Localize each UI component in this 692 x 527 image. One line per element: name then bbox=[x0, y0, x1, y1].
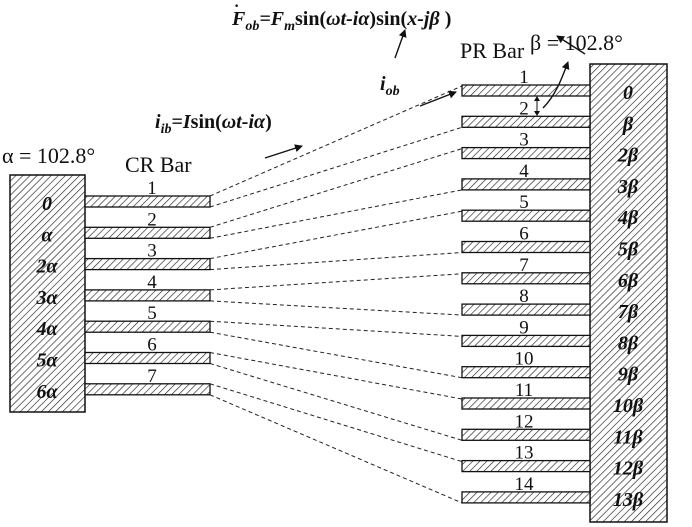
pr-slot-label: 11β bbox=[613, 426, 643, 448]
pr-angle-pointer-arrow bbox=[556, 35, 586, 55]
pr-slot-label: 7β bbox=[618, 301, 639, 323]
pr-slot-label: β bbox=[622, 113, 634, 135]
connection-line bbox=[209, 300, 463, 316]
cr-slot-label: 6α bbox=[36, 381, 58, 403]
bar-pitch-indicator bbox=[534, 96, 540, 116]
connection-line bbox=[209, 394, 463, 504]
pr-slot-label: 4β bbox=[617, 207, 639, 229]
pr-slot-label: 12β bbox=[613, 458, 644, 480]
cr-bar bbox=[84, 195, 211, 208]
pr-bar bbox=[461, 84, 591, 97]
pr-bar bbox=[461, 115, 591, 128]
pr-bar-number: 4 bbox=[519, 161, 529, 182]
pr-bar bbox=[461, 334, 591, 348]
pr-bar-number: 6 bbox=[519, 224, 529, 245]
pr-slot-label: 13β bbox=[613, 489, 644, 511]
cr-bar bbox=[84, 351, 211, 365]
connection-line bbox=[209, 148, 463, 228]
cr-bar-number: 6 bbox=[147, 335, 157, 356]
connection-line bbox=[209, 273, 463, 291]
pr-bar-number: 8 bbox=[519, 286, 529, 307]
pr-slot-label: 8β bbox=[618, 332, 639, 354]
cr-bar bbox=[84, 383, 211, 396]
force-pointer-arrow bbox=[394, 29, 407, 59]
pr-bar bbox=[461, 366, 591, 379]
ob-direction-arrow bbox=[419, 90, 457, 107]
pr-bar-number: 3 bbox=[519, 130, 529, 151]
cr-slot-label: 4α bbox=[35, 318, 58, 340]
cr-slot-label: 0 bbox=[42, 193, 52, 215]
connection-line bbox=[209, 352, 463, 400]
ib-direction-arrow bbox=[264, 144, 303, 159]
pr-rotor-block bbox=[461, 63, 668, 523]
pr-bar bbox=[461, 240, 591, 254]
pr-bar-number: 11 bbox=[515, 380, 533, 401]
cr-rotor-block bbox=[9, 174, 211, 413]
pr-slot-label: 3β bbox=[617, 176, 639, 198]
connection-line bbox=[209, 383, 463, 463]
cr-angle-label: α = 102.8° bbox=[2, 143, 95, 168]
cr-slot-label: 2α bbox=[35, 256, 58, 278]
cr-bar-number: 5 bbox=[147, 303, 157, 324]
ob-current-label: iob bbox=[380, 73, 400, 99]
pr-bar-number: 13 bbox=[515, 443, 534, 464]
pr-slot-label: 10β bbox=[613, 395, 644, 417]
pr-bar bbox=[461, 428, 591, 441]
pr-block-body bbox=[589, 63, 668, 523]
pr-bar bbox=[461, 303, 591, 316]
cr-bar bbox=[84, 257, 211, 271]
pr-angle-label: β = 102.8° bbox=[530, 30, 623, 55]
pr-bar-number: 9 bbox=[519, 317, 529, 338]
pr-bar-number: 2 bbox=[519, 98, 529, 119]
pr-bar bbox=[461, 146, 591, 160]
cr-slot-label: 3α bbox=[35, 287, 58, 309]
cr-slot-label: α bbox=[41, 224, 53, 246]
pr-bar-number: 14 bbox=[515, 474, 535, 495]
pr-bar bbox=[461, 178, 591, 191]
pr-slot-label: 2β bbox=[617, 145, 639, 167]
pr-slot-label: 5β bbox=[618, 239, 639, 261]
ib-current-equation: iib=Isin(ωt-iα) bbox=[155, 111, 272, 137]
cr-bar bbox=[84, 226, 211, 239]
connection-line bbox=[209, 331, 463, 379]
pr-bar bbox=[461, 397, 591, 410]
cr-block-body bbox=[9, 174, 86, 413]
beta-pointer-arrow bbox=[542, 61, 570, 109]
cr-bar-number: 1 bbox=[147, 178, 157, 199]
pr-slot-label: 6β bbox=[618, 270, 639, 292]
pr-bar-number: 5 bbox=[519, 192, 529, 213]
connection-line bbox=[209, 252, 463, 271]
pr-bar-number: 1 bbox=[519, 67, 529, 88]
pr-bar-number: 7 bbox=[519, 255, 529, 276]
cr-bar-number: 4 bbox=[147, 272, 157, 293]
cr-bar bbox=[84, 320, 211, 333]
force-equation-accent: · bbox=[234, 0, 239, 15]
cr-slot-label: 5α bbox=[36, 350, 58, 372]
connection-line bbox=[209, 210, 463, 260]
pr-slot-label: 0 bbox=[623, 82, 633, 104]
pr-slot-label: 9β bbox=[618, 364, 639, 386]
connection-lines bbox=[209, 85, 463, 504]
cr-bar-number: 7 bbox=[147, 366, 157, 387]
connection-line bbox=[209, 363, 463, 441]
force-equation-text: Fob=Fmsin(ωt-iα)sin(x-jβ ) bbox=[231, 8, 451, 34]
cr-bar bbox=[84, 289, 211, 302]
connection-line bbox=[209, 320, 463, 337]
pr-bar bbox=[461, 209, 591, 222]
connection-line bbox=[209, 126, 463, 208]
pr-bar bbox=[461, 272, 591, 285]
cr-bar-title: CR Bar bbox=[125, 152, 192, 177]
pr-bar bbox=[461, 491, 591, 504]
connection-line bbox=[209, 189, 463, 239]
pr-bar-title: PR Bar bbox=[460, 38, 525, 63]
cr-bar-number: 2 bbox=[147, 209, 157, 230]
connection-line bbox=[209, 85, 463, 197]
pr-bar-number: 12 bbox=[515, 411, 534, 432]
force-equation: · Fob=Fmsin(ωt-iα)sin(x-jβ ) bbox=[231, 0, 451, 34]
pr-bar-number: 10 bbox=[515, 349, 534, 370]
cr-bar-number: 3 bbox=[147, 241, 157, 262]
pr-bar bbox=[461, 459, 591, 473]
